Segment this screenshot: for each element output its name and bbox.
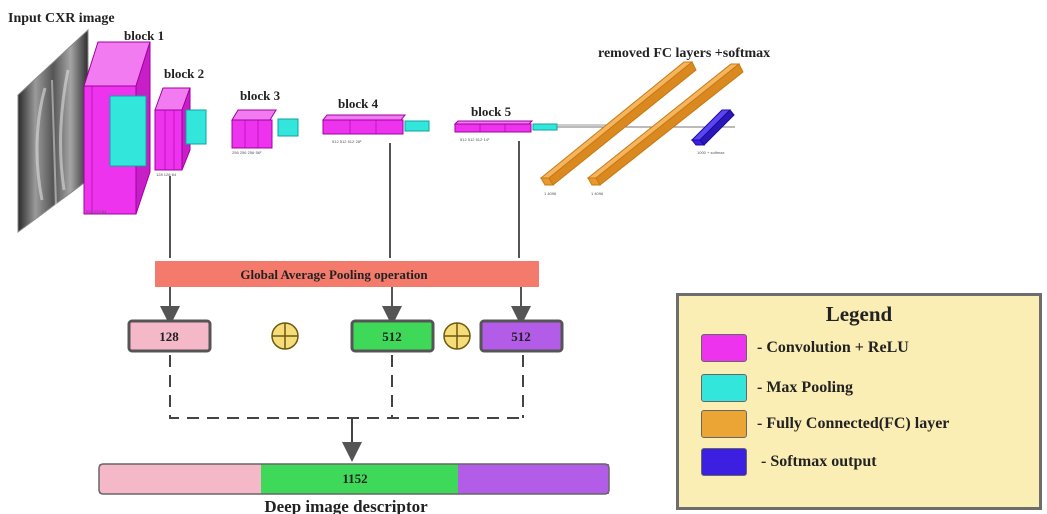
feature-box-128: [127, 319, 212, 353]
legend-swatch-pool: [701, 374, 747, 402]
legend-label-conv: - Convolution + ReLU: [757, 339, 909, 356]
legend-title: Legend: [825, 302, 893, 326]
svg-text:1 4096: 1 4096: [544, 191, 557, 196]
legend-swatch-fc: [701, 410, 747, 438]
legend-item-softmax: - Softmax output: [701, 448, 1041, 478]
legend-swatch-softmax: [701, 448, 747, 476]
chest-xray-image: [17, 28, 89, 233]
block-5-label: block 5: [471, 104, 512, 119]
input-label: Input CXR image: [8, 11, 115, 26]
block-3: 256 256 256·56²: [231, 109, 299, 155]
circled-plus-icon: [271, 322, 299, 350]
descriptor-bar: [98, 463, 610, 495]
gap-label: Global Average Pooling operation: [240, 267, 428, 282]
legend-label-pool: - Max Pooling: [757, 379, 853, 396]
feature-value-2: 512: [382, 329, 402, 344]
legend-item-fc: - Fully Connected(FC) layer: [701, 410, 1041, 440]
feature-box-512-b: [479, 319, 564, 353]
block-4: 512 512 512·28²: [321, 114, 430, 144]
svg-text:1000 + softmax: 1000 + softmax: [697, 150, 724, 155]
legend-swatch-conv: [701, 334, 747, 362]
gap-bar: [155, 261, 539, 287]
svg-text:256 256 256·56²: 256 256 256·56²: [232, 150, 262, 155]
fc-layers-label: removed FC layers +softmax: [598, 46, 770, 61]
feature-box-512-a: [350, 319, 435, 353]
block-3-label: block 3: [240, 88, 281, 103]
svg-text:512 512 512·14²: 512 512 512·14²: [460, 137, 490, 142]
dashed-merge-lines: [169, 355, 524, 419]
svg-text:512 512 512·28²: 512 512 512·28²: [332, 139, 362, 144]
block-2-label: block 2: [164, 66, 204, 81]
legend-item-pool: - Max Pooling: [701, 374, 1041, 404]
block-5: 512 512 512·14²: [453, 120, 558, 142]
block-1-label: block 1: [124, 28, 164, 43]
svg-text:128 128·64: 128 128·64: [156, 172, 177, 177]
block-2: 128 128·64: [154, 87, 207, 177]
feature-value-1: 128: [159, 329, 179, 344]
block-4-label: block 4: [338, 96, 379, 111]
block-1: 224·224·64: [83, 41, 151, 215]
descriptor-title: Deep image descriptor: [264, 497, 428, 514]
legend-panel: Legend - Convolution + ReLU - Max Poolin…: [676, 293, 1042, 510]
descriptor-value: 1152: [342, 471, 367, 486]
svg-text:1 4096: 1 4096: [591, 191, 604, 196]
legend-label-fc: - Fully Connected(FC) layer: [757, 415, 950, 432]
svg-text:224·224·64: 224·224·64: [86, 209, 107, 214]
softmax-layer: 1000 + softmax: [690, 109, 735, 155]
fc-layer-2: 1 4096: [586, 63, 744, 196]
legend-label-softmax: - Softmax output: [761, 453, 877, 470]
circled-plus-icon: [443, 322, 471, 350]
feature-value-3: 512: [511, 329, 531, 344]
fc-layer-1: 1 4096: [539, 61, 697, 196]
legend-item-conv: - Convolution + ReLU: [701, 334, 1041, 364]
